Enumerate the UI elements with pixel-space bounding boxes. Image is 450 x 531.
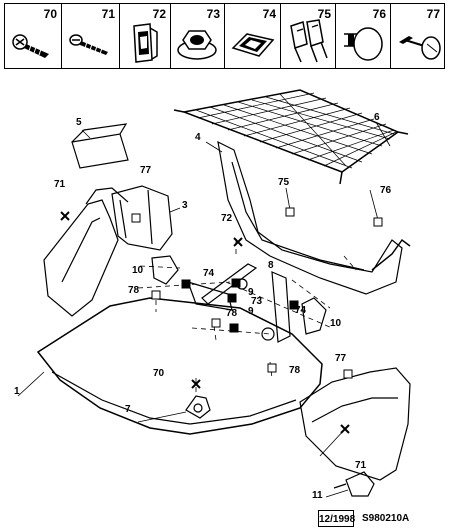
callout-75: 75 [278,177,290,188]
callout-6: 6 [374,112,380,123]
diagram-reference: S980210A [362,513,410,524]
callout-74a: 74 [203,268,215,279]
callout-9a: 9 [248,287,254,298]
callout-10a: 10 [132,265,144,276]
part-cell-75: 75 [280,3,336,69]
callout-78b: 78 [226,308,238,319]
callout-9b: 9 [248,306,254,317]
callout-78c: 78 [289,365,301,376]
flange-nut-icon [177,30,217,60]
callout-8: 8 [268,260,274,271]
part-number: 70 [43,7,57,21]
callout-78a: 78 [128,285,140,296]
part-number: 71 [101,7,115,21]
part-cell-73: 73 [170,3,225,69]
callout-10b: 10 [330,318,342,329]
callout-7: 7 [125,404,131,415]
part-number: 75 [317,7,331,21]
part-number: 77 [426,7,440,21]
part-cell-77-78: 77 [390,3,445,69]
wood-screw-icon [69,34,108,55]
callout-77b: 77 [335,353,347,364]
callout-76: 76 [380,185,392,196]
callout-5: 5 [76,117,82,128]
self-tapping-screw-icon [12,34,49,58]
part-number: 73 [206,7,220,21]
spring-nut-clip-icon [133,23,158,63]
trunk-trim-exploded-diagram [17,89,411,498]
callout-72: 72 [221,213,233,224]
part-cell-71: 71 [61,3,120,69]
callout-11: 11 [312,490,323,501]
revision-date: 12/1998 [318,510,355,527]
callout-1: 1 [14,386,20,397]
part-number: 72 [152,7,166,21]
callout-77a: 77 [140,165,152,176]
callout-71a: 71 [54,179,66,190]
callout-70: 70 [153,368,165,379]
part-cell-72: 72 [119,3,171,69]
callout-73: 73 [251,296,263,307]
callout-3: 3 [182,200,188,211]
plastic-fastener-icon [399,36,441,60]
callout-71b: 71 [355,460,367,471]
part-cell-76: 76 [335,3,391,69]
fastener-parts-strip: 70 71 72 [4,3,445,69]
push-rivet-icon [344,27,383,61]
part-cell-70: 70 [4,3,62,69]
part-number: 76 [372,7,386,21]
harness-clip-icon [290,19,328,63]
part-number: 74 [262,7,276,21]
part-cell-74: 74 [224,3,281,69]
callout-74b: 74 [295,305,307,316]
callout-4: 4 [195,132,201,143]
cable-clip-icon [231,33,275,57]
